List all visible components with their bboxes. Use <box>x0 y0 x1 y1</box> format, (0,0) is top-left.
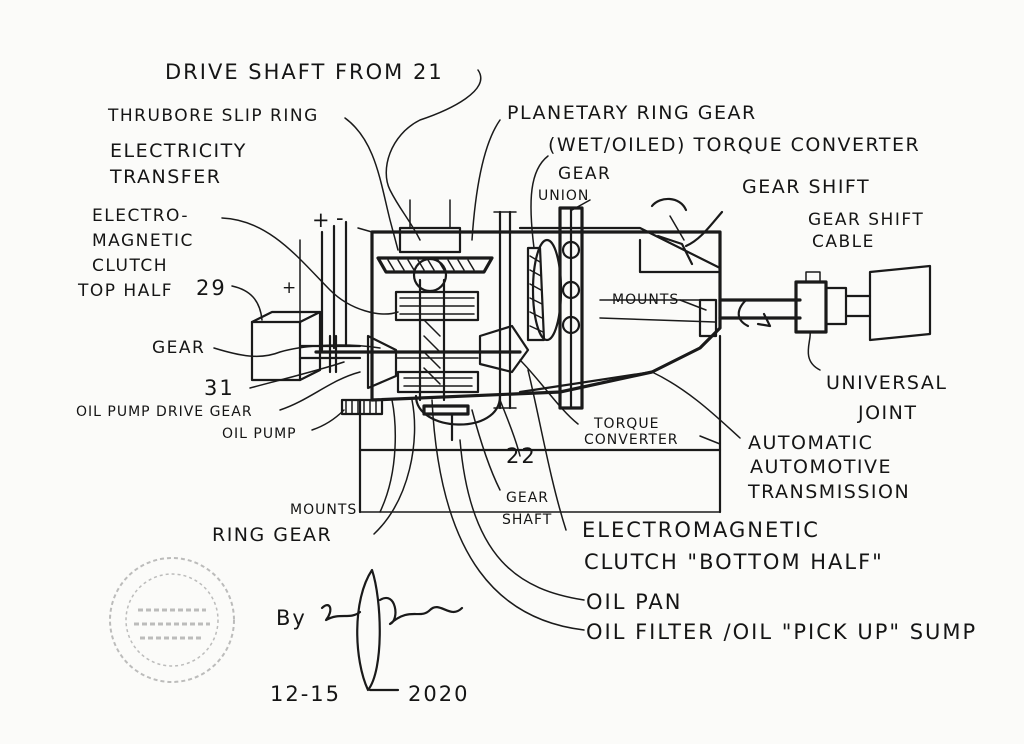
bevel-gear-assembly <box>314 324 530 394</box>
label-universal: UNIVERSAL <box>826 372 948 394</box>
label-number-22: 22 <box>506 444 537 468</box>
label-date-left: 12-15 <box>270 682 342 706</box>
label-union: UNION <box>538 188 590 204</box>
label-oil-pump: OIL PUMP <box>222 426 297 442</box>
top-gear-cluster <box>376 226 494 402</box>
mount-bolts <box>409 199 517 410</box>
label-drive-shaft: DRIVE SHAFT FROM 21 <box>165 60 444 84</box>
label-top-half: TOP HALF <box>78 281 174 301</box>
label-number-29: 29 <box>196 276 227 300</box>
label-oil-pump-drive-gear: OIL PUMP DRIVE GEAR <box>76 404 253 420</box>
label-electricity: ELECTRICITY <box>110 140 247 162</box>
label-transmission: TRANSMISSION <box>748 481 911 503</box>
label-plus-lower: + <box>282 278 298 298</box>
gear-29-box <box>250 310 362 382</box>
label-torque: TORQUE <box>594 416 660 432</box>
oil-pan <box>414 394 502 442</box>
power-wires <box>299 220 373 352</box>
oil-pump-drive-gear <box>340 398 384 416</box>
label-clutch: CLUTCH <box>92 256 168 276</box>
leader-lines <box>213 69 821 631</box>
label-converter: CONVERTER <box>584 432 679 448</box>
label-minus: - <box>336 206 346 230</box>
label-magnetic: MAGNETIC <box>92 231 194 251</box>
label-automatic: AUTOMATIC <box>748 432 874 454</box>
signature-scribble <box>320 568 464 692</box>
label-thrubore-slip-ring: THRUBORE SLIP RING <box>108 106 319 126</box>
label-signature-by: By <box>276 606 307 630</box>
label-clutch-bottom-half: CLUTCH "BOTTOM HALF" <box>584 550 884 574</box>
gear-shift-mechanism <box>638 197 724 274</box>
label-gear-shift: GEAR SHIFT <box>742 176 871 198</box>
label-gear-shift-cable-2: CABLE <box>812 232 875 252</box>
label-date-right: 2020 <box>408 682 470 706</box>
output-shaft <box>718 298 802 328</box>
label-gear-shift-cable-1: GEAR SHIFT <box>808 210 925 230</box>
label-oil-pan: OIL PAN <box>586 590 683 614</box>
label-joint: JOINT <box>858 402 918 424</box>
label-gear-shaft-1: GEAR <box>506 490 549 506</box>
label-number-31: 31 <box>204 376 235 400</box>
label-mounts-top: MOUNTS <box>612 292 680 308</box>
label-gear-shaft-2: SHAFT <box>502 512 553 528</box>
label-planetary-ring-gear: PLANETARY RING GEAR <box>507 102 757 124</box>
label-gear-word: GEAR <box>558 164 612 184</box>
label-oil-filter-sump: OIL FILTER /OIL "PICK UP" SUMP <box>586 620 978 644</box>
label-electromagnetic-bottom: ELECTROMAGNETIC <box>582 518 820 542</box>
frame-outline <box>358 334 722 514</box>
label-torque-converter-heading: (WET/OILED) TORQUE CONVERTER <box>548 134 921 156</box>
label-transfer: TRANSFER <box>110 166 222 188</box>
label-ring-gear: RING GEAR <box>212 524 333 546</box>
label-automotive: AUTOMOTIVE <box>750 456 893 478</box>
label-mounts-bottom: MOUNTS <box>290 502 358 518</box>
universal-joint <box>794 264 932 342</box>
label-gear: GEAR <box>152 338 206 358</box>
planetary-ring-gear <box>526 238 563 342</box>
stamp-seal <box>109 557 235 683</box>
label-plus: + <box>312 208 332 232</box>
gear-union-flange <box>558 206 584 410</box>
label-electro: ELECTRO- <box>92 206 190 226</box>
